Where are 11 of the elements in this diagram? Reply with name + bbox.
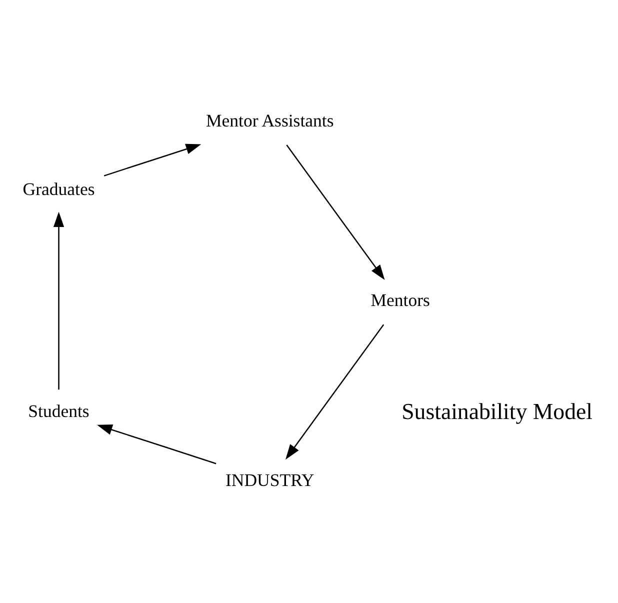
arrow (286, 324, 384, 460)
arrow (53, 212, 64, 390)
node-text: Students (28, 401, 90, 422)
arrow (286, 144, 385, 280)
arrow (104, 144, 202, 176)
node-text: Mentor Assistants (206, 110, 334, 131)
arrow (97, 424, 216, 464)
node-text: INDUSTRY (226, 470, 314, 490)
node-text: Graduates (22, 179, 95, 200)
label: Sustainability Model (402, 398, 592, 424)
node-text: Mentors (370, 290, 430, 310)
